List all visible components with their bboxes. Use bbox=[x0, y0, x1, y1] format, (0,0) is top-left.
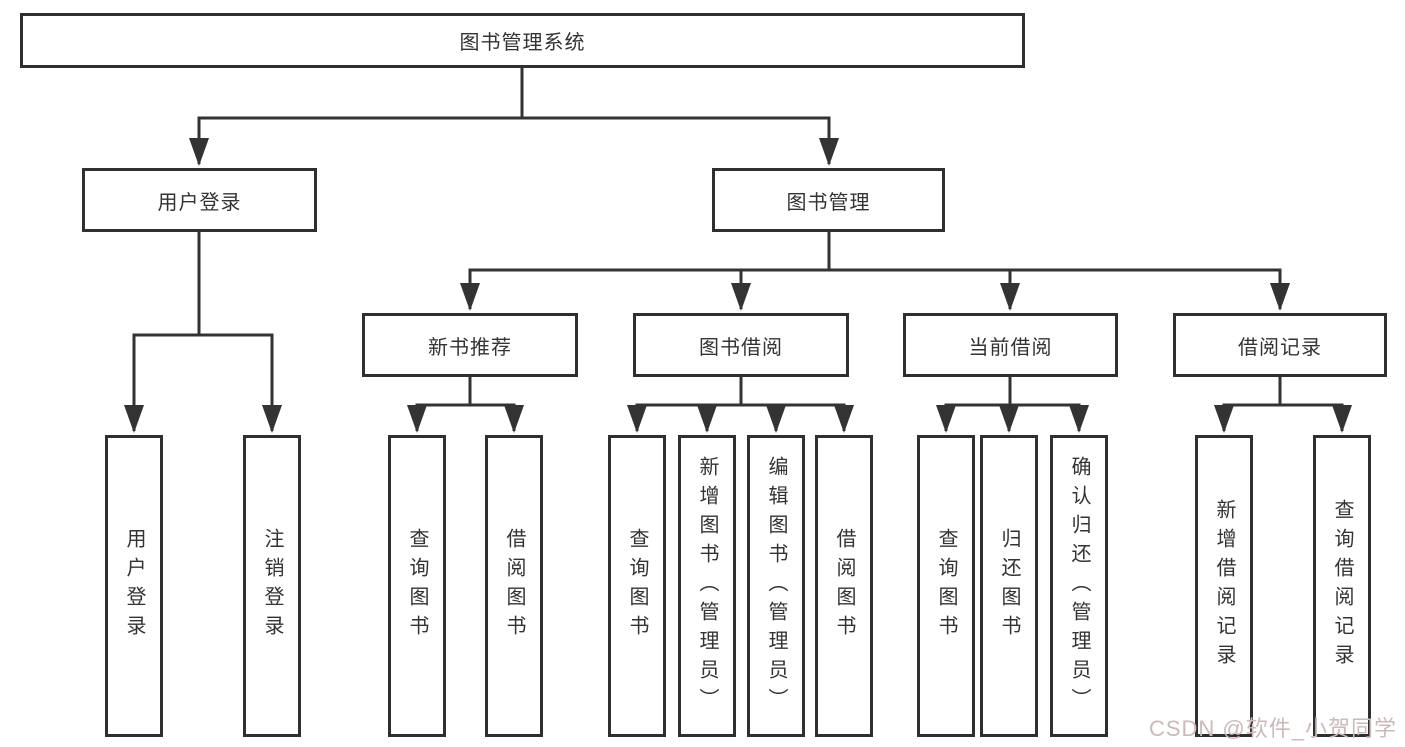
node-label: 借阅图书 bbox=[833, 528, 855, 644]
leaf-add-books-admin: 新增图书（管理员） bbox=[678, 435, 736, 737]
node-label: 图书管理 bbox=[786, 191, 871, 214]
node-label: 新书推荐 bbox=[428, 336, 512, 359]
node-label: 用户登录 bbox=[157, 191, 242, 214]
leaf-confirm-return-admin: 确认归还（管理员） bbox=[1050, 435, 1108, 737]
node-label: 查询图书 bbox=[626, 528, 648, 644]
node-label: 借阅图书 bbox=[503, 528, 525, 644]
node-label: 查询借阅记录 bbox=[1331, 499, 1353, 673]
node-root-system: 图书管理系统 bbox=[20, 13, 1025, 68]
node-label: 新增借阅记录 bbox=[1213, 499, 1235, 673]
leaf-query-borrow-record: 查询借阅记录 bbox=[1313, 435, 1371, 737]
csdn-watermark: CSDN @软件_小贺同学 bbox=[1148, 716, 1397, 741]
leaf-newbook-borrow-books: 借阅图书 bbox=[485, 435, 543, 737]
node-label: 借阅记录 bbox=[1238, 336, 1322, 359]
node-label: 查询图书 bbox=[935, 528, 957, 644]
node-book-borrow: 图书借阅 bbox=[633, 313, 849, 377]
node-new-book-recommend: 新书推荐 bbox=[362, 313, 578, 377]
node-label: 图书管理系统 bbox=[459, 32, 586, 54]
node-current-borrow: 当前借阅 bbox=[903, 313, 1118, 377]
node-borrow-records: 借阅记录 bbox=[1173, 313, 1387, 377]
leaf-return-books: 归还图书 bbox=[980, 435, 1038, 737]
leaf-logout: 注销登录 bbox=[243, 435, 301, 737]
leaf-newbook-query-books: 查询图书 bbox=[388, 435, 446, 737]
node-label: 归还图书 bbox=[998, 528, 1020, 644]
node-user-login-module: 用户登录 bbox=[82, 168, 317, 232]
leaf-current-query-books: 查询图书 bbox=[917, 435, 975, 737]
node-label: 编辑图书（管理员） bbox=[765, 455, 787, 717]
node-label: 查询图书 bbox=[406, 528, 428, 644]
node-label: 用户登录 bbox=[123, 528, 145, 644]
leaf-add-borrow-record: 新增借阅记录 bbox=[1195, 435, 1253, 737]
leaf-edit-books-admin: 编辑图书（管理员） bbox=[747, 435, 805, 737]
node-label: 图书借阅 bbox=[699, 336, 783, 359]
leaf-user-login: 用户登录 bbox=[105, 435, 163, 737]
node-label: 新增图书（管理员） bbox=[696, 455, 718, 717]
node-label: 确认归还（管理员） bbox=[1068, 455, 1090, 717]
leaf-borrow-query-books: 查询图书 bbox=[608, 435, 666, 737]
node-label: 当前借阅 bbox=[968, 336, 1053, 359]
node-label: 注销登录 bbox=[261, 528, 283, 644]
node-book-management-module: 图书管理 bbox=[712, 168, 945, 232]
leaf-borrow-books: 借阅图书 bbox=[815, 435, 873, 737]
